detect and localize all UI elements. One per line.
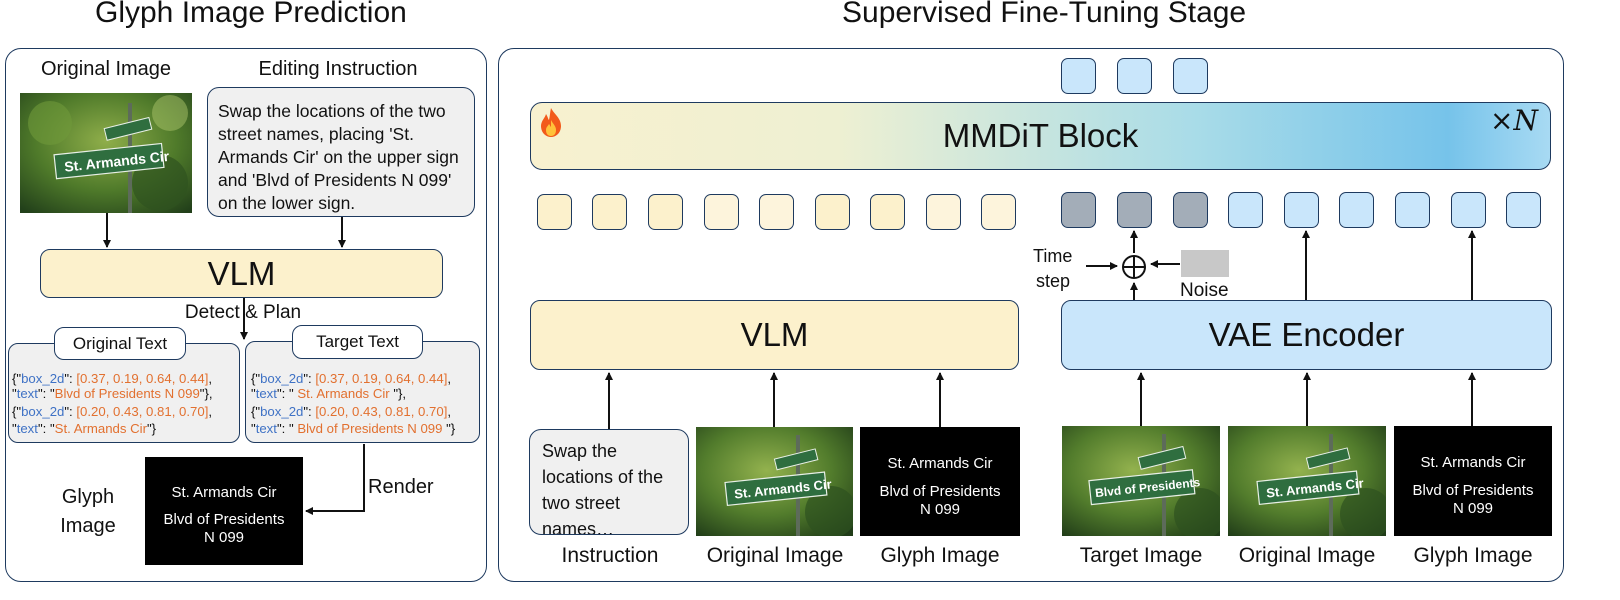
text-token — [648, 194, 683, 230]
original-image-photo: St. Armands Cir — [20, 93, 192, 213]
text-token — [981, 194, 1016, 230]
text-token — [870, 194, 905, 230]
editing-instruction-box: Swap the locations of the two street nam… — [207, 87, 475, 217]
glyph-line: St. Armands Cir — [171, 484, 277, 501]
arrow — [305, 444, 365, 515]
timestep-label-line2: step — [1036, 271, 1071, 291]
left-vlm-box: VLM — [40, 249, 443, 298]
json-value: Blvd of Presidents N 099 — [54, 386, 200, 401]
right-vlm-label: VLM — [740, 316, 809, 353]
left-panel-title: Glyph Image Prediction — [95, 0, 407, 29]
caption-glyph-image-b: Glyph Image — [1413, 544, 1533, 567]
editing-instruction-label: Editing Instruction — [258, 58, 418, 80]
vae-encoder-label: VAE Encoder — [1208, 316, 1405, 353]
instruction-input-box: Swap the locations of the two street nam… — [529, 429, 689, 535]
target-image-photo: Blvd of Presidents — [1062, 426, 1220, 536]
mmdit-label: MMDiT Block — [942, 117, 1139, 154]
target-json-line-1: {"box_2d": [0.37, 0.19, 0.64, 0.44], — [251, 371, 452, 386]
editing-instruction-text: Swap the locations of the two street nam… — [218, 101, 459, 213]
left-glyph-image: St. Armands Cir Blvd of Presidents N 099 — [145, 457, 303, 565]
glyph-line: St. Armands Cir — [1420, 454, 1526, 471]
text-token — [759, 194, 794, 230]
glyph-line: St. Armands Cir — [887, 455, 993, 472]
output-token — [1117, 58, 1152, 94]
render-label: Render — [368, 476, 434, 498]
json-value: [0.37, 0.19, 0.64, 0.44] — [76, 371, 209, 386]
original-text-label: Original Text — [72, 333, 168, 353]
image-token — [1339, 192, 1374, 228]
right-glyph-image-a: St. Armands Cir Blvd of Presidents N 099 — [860, 427, 1020, 536]
target-text-tag: Target Text — [292, 325, 423, 359]
mmdit-block: MMDiT Block — [530, 102, 1551, 170]
vae-encoder-box: VAE Encoder — [1061, 300, 1552, 370]
json-key: box_2d — [260, 371, 304, 386]
original-json-line-1: {"box_2d": [0.37, 0.19, 0.64, 0.44], — [12, 371, 213, 386]
glyph-image-label-line2: Image — [60, 515, 116, 537]
json-value: [0.37, 0.19, 0.64, 0.44] — [315, 371, 448, 386]
glyph-line: N 099 — [919, 501, 961, 518]
glyph-line: N 099 — [1452, 500, 1494, 517]
original-image-photo-b: St. Armands Cir — [1228, 426, 1386, 536]
json-value: [0.20, 0.43, 0.81, 0.70] — [315, 404, 448, 419]
text-token — [926, 194, 961, 230]
noisy-token — [1173, 192, 1208, 228]
original-json-line-2: "text": "Blvd of Presidents N 099"}, — [12, 386, 213, 401]
original-json-line-3: {"box_2d": [0.20, 0.43, 0.81, 0.70], — [12, 404, 213, 419]
text-token — [704, 194, 739, 230]
image-token — [1395, 192, 1430, 228]
original-image-label: Original Image — [40, 58, 172, 80]
json-key: box_2d — [260, 404, 304, 419]
json-key: box_2d — [21, 404, 65, 419]
target-json-line-4: "text": " Blvd of Presidents N 099 "} — [251, 421, 456, 436]
caption-original-image-b: Original Image — [1238, 544, 1376, 567]
glyph-image-label-line1: Glyph — [61, 486, 115, 508]
original-image-photo-a: St. Armands Cir — [696, 427, 853, 536]
instruction-input-text: Swap the locations of the two street nam… — [542, 441, 664, 535]
glyph-line: N 099 — [203, 529, 245, 546]
target-json-line-2: "text": " St. Armands Cir "}, — [251, 386, 407, 401]
text-token — [815, 194, 850, 230]
caption-original-image-a: Original Image — [706, 544, 844, 567]
target-text-label: Target Text — [316, 332, 399, 351]
json-key: box_2d — [21, 371, 65, 386]
image-token — [1451, 192, 1486, 228]
glyph-line: Blvd of Presidents — [1412, 482, 1534, 499]
image-token — [1506, 192, 1541, 228]
plus-circle-icon — [1121, 254, 1147, 280]
glyph-line: Blvd of Presidents — [163, 511, 285, 528]
json-value: St. Armands Cir — [54, 421, 147, 436]
noisy-token — [1117, 192, 1152, 228]
timestep-label-line1: Time — [1033, 246, 1073, 266]
json-value: Blvd of Presidents N 099 — [293, 421, 447, 436]
left-vlm-label: VLM — [207, 254, 276, 292]
text-token — [537, 194, 572, 230]
detect-plan-label: Detect & Plan — [184, 302, 302, 323]
noise-patch — [1181, 250, 1229, 277]
caption-instruction: Instruction — [561, 544, 659, 567]
json-value: St. Armands Cir — [293, 386, 394, 401]
image-token — [1284, 192, 1319, 228]
right-panel-title: Supervised Fine-Tuning Stage — [842, 0, 1247, 29]
output-token — [1061, 58, 1096, 94]
original-json-line-4: "text": "St. Armands Cir"} — [12, 421, 157, 436]
times-n-label: ×N — [1490, 104, 1538, 137]
output-token — [1173, 58, 1208, 94]
text-token — [592, 194, 627, 230]
image-token — [1228, 192, 1263, 228]
right-glyph-image-b: St. Armands Cir Blvd of Presidents N 099 — [1394, 426, 1552, 536]
noisy-token — [1061, 192, 1096, 228]
noise-label: Noise — [1180, 280, 1229, 301]
right-vlm-box: VLM — [530, 300, 1019, 370]
target-json-line-3: {"box_2d": [0.20, 0.43, 0.81, 0.70], — [251, 404, 452, 419]
caption-target-image: Target Image — [1079, 544, 1203, 567]
glyph-line: Blvd of Presidents — [879, 483, 1001, 500]
fire-icon — [537, 106, 565, 138]
original-text-tag: Original Text — [54, 327, 186, 360]
caption-glyph-image-a: Glyph Image — [880, 544, 1000, 567]
json-value: [0.20, 0.43, 0.81, 0.70] — [76, 404, 209, 419]
